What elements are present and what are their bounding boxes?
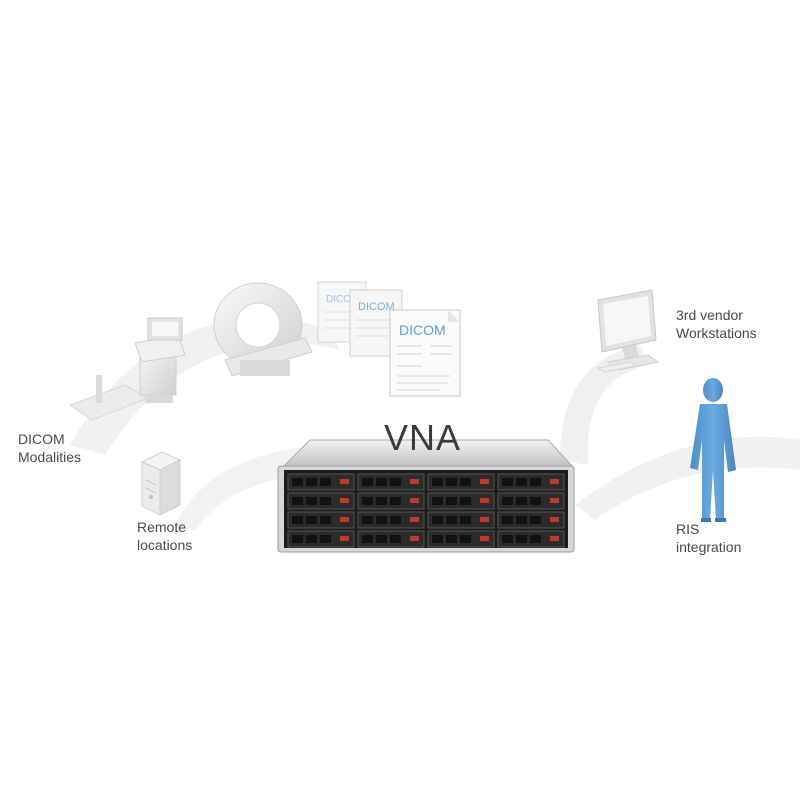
monitor-icon [596, 289, 660, 373]
label-dicom-modalities: DICOM Modalities [18, 430, 81, 466]
drive-bay [497, 492, 565, 510]
label-line: RIS [676, 521, 700, 537]
server-tower-icon [140, 451, 182, 516]
drive-tab [550, 536, 559, 541]
drive-bay [357, 492, 425, 510]
document-heading: DICOM [326, 294, 359, 305]
drive-bay [427, 473, 495, 491]
drive-tab [410, 498, 419, 503]
drive-bay [497, 530, 565, 548]
label-vendor-workstations: 3rd vendor Workstations [676, 306, 757, 342]
drive-tab [550, 517, 559, 522]
drive-bay [497, 511, 565, 529]
vna-title: VNA [384, 417, 462, 458]
label-line: Modalities [18, 449, 82, 465]
drive-bay [427, 511, 495, 529]
drive-bays [287, 473, 565, 548]
drive-tab [480, 498, 489, 503]
drive-tab [410, 479, 419, 484]
dicom-document-3: DICOM [389, 309, 461, 397]
drive-bay [357, 511, 425, 529]
workstation-console-icon [68, 317, 186, 421]
label-line: 3rd vendor [676, 307, 743, 323]
rack-server-icon [277, 439, 576, 553]
drive-tab [340, 517, 349, 522]
drive-bay [497, 473, 565, 491]
drive-bay [287, 492, 355, 510]
mri-scanner-icon [213, 282, 313, 377]
label-line: locations [137, 537, 193, 553]
drive-bay [287, 530, 355, 548]
person-icon [690, 378, 736, 522]
label-line: DICOM [18, 431, 65, 447]
drive-bay [357, 530, 425, 548]
label-line: Workstations [676, 325, 757, 341]
drive-tab [410, 517, 419, 522]
drive-bay [287, 511, 355, 529]
drive-bay [287, 473, 355, 491]
drive-bay [427, 530, 495, 548]
arc-workstations [560, 345, 648, 465]
label-remote-locations: Remote locations [137, 518, 192, 554]
label-line: integration [676, 539, 742, 555]
document-heading: DICOM [358, 301, 395, 313]
label-ris-integration: RIS integration [676, 520, 741, 556]
document-heading: DICOM [399, 322, 446, 338]
drive-tab [340, 479, 349, 484]
drive-bay [357, 473, 425, 491]
dicom-document-icon: DICOM DICOM DICOM [317, 281, 461, 397]
drive-tab [550, 498, 559, 503]
drive-tab [480, 536, 489, 541]
arc-ris [575, 436, 800, 520]
drive-tab [410, 536, 419, 541]
drive-tab [480, 479, 489, 484]
drive-tab [550, 479, 559, 484]
drive-tab [340, 536, 349, 541]
drive-tab [480, 517, 489, 522]
label-line: Remote [137, 519, 187, 535]
drive-bay [427, 492, 495, 510]
drive-tab [340, 498, 349, 503]
